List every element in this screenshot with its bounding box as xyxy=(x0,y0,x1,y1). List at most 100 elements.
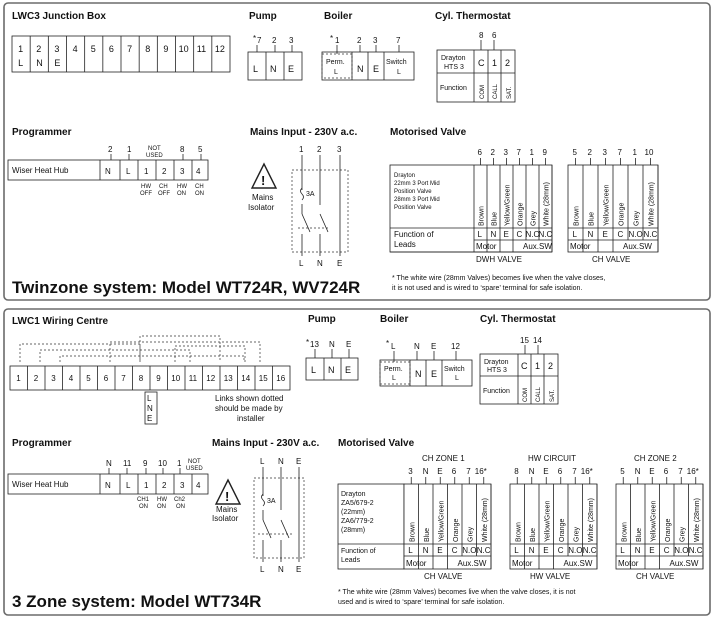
function-cell: C xyxy=(452,546,458,555)
bottom-pump-block: L N E * 13 N E xyxy=(305,338,359,381)
function-cell: N.O xyxy=(629,230,643,239)
num: E xyxy=(346,340,351,349)
num: * xyxy=(386,339,389,348)
lne-label: N xyxy=(147,404,153,413)
rot-label: SAT. xyxy=(550,389,556,402)
num: 8 xyxy=(180,145,185,154)
terminal-number: 1 xyxy=(16,374,21,383)
bottom-system-title: 3 Zone system: Model WT734R xyxy=(12,592,261,611)
num: 7 xyxy=(257,36,262,45)
wire-colour: Yellow/Green xyxy=(604,185,611,226)
cell: N xyxy=(105,167,111,176)
bottom-mains-title: Mains Input - 230V a.c. xyxy=(212,438,319,449)
function-cell: C xyxy=(618,230,624,239)
warning-icon: ! xyxy=(261,173,265,188)
valve-label: CH VALVE xyxy=(592,255,630,264)
wire-colour: Grey xyxy=(467,526,474,542)
below-label: ON xyxy=(177,191,186,197)
wire-number: 6 xyxy=(478,148,483,157)
fuse-label: 3A xyxy=(267,498,276,505)
function-cell: C xyxy=(517,230,523,239)
func-label: Function of xyxy=(341,548,376,555)
below-label: OFF xyxy=(158,191,170,197)
top-ch-valve: 5BrownL2BlueN3Yellow/GreenE7OrangeC1Grey… xyxy=(567,148,659,264)
below-label: HW xyxy=(157,497,167,503)
aux-label: Aux.SW xyxy=(458,559,487,568)
function-cell: N.C xyxy=(583,546,597,555)
cell: 1 xyxy=(535,361,540,371)
num: * xyxy=(306,338,309,347)
function-cell: N.O xyxy=(462,546,476,555)
aux-label: Aux.SW xyxy=(623,242,652,251)
wire-number: 1 xyxy=(530,148,535,157)
cell: N xyxy=(357,64,364,74)
rot-label: COM xyxy=(480,85,486,99)
terminal-number: 5 xyxy=(86,374,91,383)
function-cell: N xyxy=(423,546,429,555)
motor-label: Motor xyxy=(618,559,639,568)
wire-number: 1 xyxy=(633,148,638,157)
brand: Drayton xyxy=(441,55,466,62)
terminal-number: 1 xyxy=(18,44,23,54)
wire-colour: Blue xyxy=(589,212,596,226)
function-cell: L xyxy=(478,230,483,239)
function-cell: E xyxy=(504,230,509,239)
wire-colour: Blue xyxy=(424,528,431,542)
wire-number: 6 xyxy=(452,467,457,476)
func-label: Function xyxy=(440,85,467,92)
below-label: HW xyxy=(141,184,151,190)
perm-label: L xyxy=(334,69,338,76)
bottom-pump-title: Pump xyxy=(308,314,336,325)
num: 11 xyxy=(123,459,132,468)
top-dwh-valve: 6BrownL2BlueN3Yellow/GreenE7OrangeC1Grey… xyxy=(389,148,553,264)
wire-colour: Blue xyxy=(530,528,537,542)
bottom-programmer-title: Programmer xyxy=(12,438,72,449)
cell: E xyxy=(288,64,294,74)
below-label: ON xyxy=(176,504,185,510)
wire-colour: White (28mm) xyxy=(694,498,701,542)
num: 5 xyxy=(198,145,203,154)
bottom-programmer-block: Wiser Heat Hub N L 1 2 3 4 N 11 9 10 1 N… xyxy=(7,459,209,510)
switch-label: Switch xyxy=(386,59,407,66)
desc: Position Valve xyxy=(394,189,432,195)
bottom-valve-desc: Drayton ZA5/679-2 (22mm) ZA6/779-2 (28mm… xyxy=(337,483,405,570)
iso-label: Isolator xyxy=(212,514,239,523)
num: USED xyxy=(146,153,163,159)
below-label: ON xyxy=(157,504,166,510)
function-cell: N.O xyxy=(568,546,582,555)
wire-colour: Brown xyxy=(479,206,486,226)
wire-number: 6 xyxy=(558,467,563,476)
cell: 2 xyxy=(505,58,510,68)
device-label: Wiser Heat Hub xyxy=(12,480,69,489)
wire-colour: Orange xyxy=(453,519,460,542)
wire-colour: Grey xyxy=(531,210,538,226)
terminal-number: 3 xyxy=(51,374,56,383)
wire-colour: Orange xyxy=(518,203,525,226)
cell: N xyxy=(270,64,277,74)
desc: 22mm 3 Port Mid xyxy=(394,181,440,187)
function-cell: N xyxy=(529,546,535,555)
cell: 3 xyxy=(180,481,185,490)
wire-colour: Brown xyxy=(574,206,581,226)
rot-label: SAT. xyxy=(507,86,513,99)
num: 15 xyxy=(520,336,529,345)
motor-label: Motor xyxy=(512,559,533,568)
lne-label: E xyxy=(296,565,301,574)
function-cell: N.C xyxy=(644,230,658,239)
lne-label: E xyxy=(147,414,152,423)
terminal-number: 12 xyxy=(215,44,225,54)
wire-number: 3 xyxy=(603,148,608,157)
dotted-note: installer xyxy=(237,414,265,423)
motor-label: Motor xyxy=(406,559,427,568)
valve-label: HW VALVE xyxy=(530,572,570,581)
wire-number: 3 xyxy=(408,467,413,476)
function-cell: L xyxy=(408,546,413,555)
cell: C xyxy=(521,361,528,371)
desc: Drayton xyxy=(394,173,415,179)
wire-colour: White (28mm) xyxy=(588,498,595,542)
switch-label: L xyxy=(397,69,401,76)
aux-label: Aux.SW xyxy=(523,242,552,251)
wire-number: 16* xyxy=(475,467,487,476)
